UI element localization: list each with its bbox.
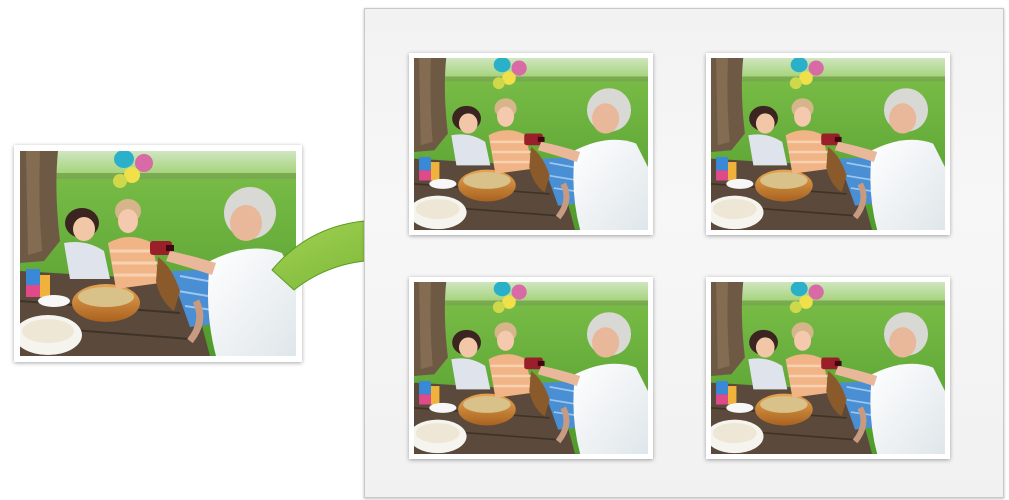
print-sheet [364,8,1004,498]
source-photo-image [20,151,296,356]
photo-tile [706,277,950,459]
photo-tile-image [414,58,648,230]
photo-tile-image [414,282,648,454]
photo-tile [409,277,653,459]
photo-tile [409,53,653,235]
photo-tile-image [711,58,945,230]
source-photo [14,145,302,362]
photo-tile-image [711,282,945,454]
photo-tile [706,53,950,235]
